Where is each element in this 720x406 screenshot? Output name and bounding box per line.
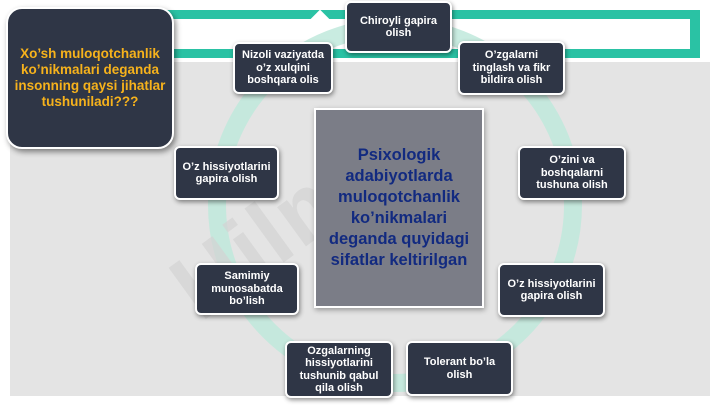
quality-box: Ozgalarning hissiyotlarini tushunib qabu… (285, 341, 393, 398)
quality-box: Tolerant bo’la olish (406, 341, 513, 396)
quality-box: Nizoli vaziyatda o’z xulqini boshqara ol… (233, 42, 333, 94)
quality-box: Chiroyli gapira olish (345, 1, 452, 53)
quality-box: O’zini va boshqalarni tushuna olish (518, 146, 626, 200)
quality-box: O’z hissiyotlarini gapira olish (174, 146, 279, 200)
quality-box: O’z hissiyotlarini gapira olish (498, 263, 605, 317)
question-box: Xo’sh muloqotchanlik ko’nikmalari degand… (6, 7, 174, 149)
quality-box: Samimiy munosabatda bo’lish (195, 263, 299, 315)
center-statement: Psixologik adabiyotlarda muloqotchanlik … (314, 108, 484, 308)
quality-box: O’zgalarni tinglash va fikr bildira olis… (458, 41, 565, 95)
